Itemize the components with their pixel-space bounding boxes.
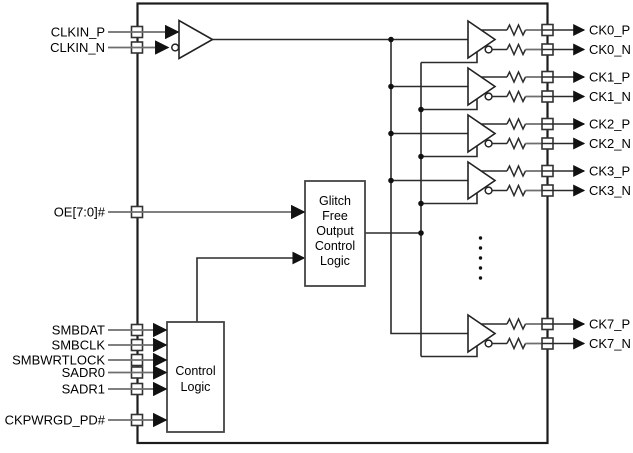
output-label-ck1-p: CK1_P bbox=[589, 70, 630, 85]
output-label-ck7-p: CK7_P bbox=[589, 317, 630, 332]
glitch-block-label-line4: Control bbox=[315, 239, 355, 253]
inverter-bubble-icon bbox=[484, 45, 493, 54]
control-block-box bbox=[166, 321, 225, 433]
pin-label-ckpwrgd: CKPWRGD_PD# bbox=[5, 413, 106, 428]
control-logic-block: Control Logic bbox=[166, 321, 225, 433]
output-label-ck1-n: CK1_N bbox=[589, 89, 631, 104]
output-label-ck2-p: CK2_P bbox=[589, 117, 630, 132]
resistor-icon bbox=[506, 117, 527, 131]
ellipsis-dot bbox=[478, 256, 483, 260]
ellipsis-dot bbox=[478, 236, 483, 240]
glitch-block-label-line1: Glitch bbox=[319, 194, 351, 208]
junction-dot bbox=[418, 153, 424, 160]
glitch-block-label-line5: Logic bbox=[320, 254, 350, 268]
glitch-free-output-control-logic-block: Glitch Free Output Control Logic bbox=[304, 180, 366, 287]
glitch-block-label-line2: Free bbox=[322, 209, 348, 223]
ellipsis-dot bbox=[478, 266, 483, 270]
pin-label-smbclk: SMBCLK bbox=[52, 338, 106, 353]
pin-label-smbdat: SMBDAT bbox=[52, 323, 105, 338]
enable-branch-ck3 bbox=[421, 193, 478, 205]
output-channel-ck0: CK0_P CK0_N bbox=[467, 19, 631, 60]
ellipsis-dots bbox=[478, 236, 483, 280]
inverter-bubble-icon bbox=[171, 43, 180, 52]
resistor-icon bbox=[506, 183, 527, 198]
inverter-bubble-icon bbox=[484, 339, 493, 348]
junction-dot bbox=[418, 106, 424, 113]
pin-label-smbwrtlock: SMBWRTLOCK bbox=[12, 353, 105, 368]
pin-label-clkin-n: CLKIN_N bbox=[50, 40, 105, 55]
glitch-block-box bbox=[304, 180, 366, 287]
glitch-block-label-line3: Output bbox=[316, 224, 354, 238]
control-block-label-line2: Logic bbox=[181, 380, 211, 394]
output-label-ck3-n: CK3_N bbox=[589, 183, 631, 198]
resistor-icon bbox=[506, 70, 527, 84]
junction-dot bbox=[388, 83, 394, 90]
input-buffer-triangle bbox=[178, 19, 215, 60]
enable-branch-ck1 bbox=[421, 99, 478, 111]
internal-routing bbox=[196, 36, 478, 358]
inverter-bubble-icon bbox=[484, 186, 493, 195]
pin-label-clkin-p: CLKIN_P bbox=[51, 25, 105, 40]
output-channel-ck2: CK2_P CK2_N bbox=[467, 113, 631, 154]
pin-label-oe: OE[7:0]# bbox=[54, 205, 106, 220]
junction-dot bbox=[418, 230, 424, 236]
junction-dot bbox=[388, 36, 394, 43]
resistor-icon bbox=[506, 336, 527, 351]
pin-label-sadr1: SADR1 bbox=[62, 382, 105, 397]
junction-dot bbox=[388, 177, 394, 184]
resistor-icon bbox=[506, 164, 527, 178]
output-label-ck7-n: CK7_N bbox=[589, 336, 631, 351]
output-channel-ck7: CK7_P CK7_N bbox=[467, 313, 631, 354]
clock-bus-line bbox=[390, 39, 468, 335]
resistor-icon bbox=[506, 42, 527, 57]
output-channel-ck1: CK1_P CK1_N bbox=[467, 66, 631, 107]
control-to-glitch-line bbox=[196, 251, 306, 322]
output-channel-ck3: CK3_P CK3_N bbox=[467, 160, 631, 201]
ellipsis-dot bbox=[478, 246, 483, 250]
resistor-icon bbox=[506, 136, 527, 151]
inverter-bubble-icon bbox=[484, 139, 493, 148]
resistor-icon bbox=[506, 317, 527, 331]
enable-branch-ck0 bbox=[421, 52, 478, 64]
pin-label-sadr0: SADR0 bbox=[62, 365, 105, 380]
control-block-label-line1: Control bbox=[175, 364, 215, 378]
enable-branch-ck2 bbox=[421, 146, 478, 158]
enable-branch-ck7 bbox=[421, 346, 478, 358]
resistor-icon bbox=[506, 23, 527, 37]
junction-dot bbox=[388, 130, 394, 137]
input-buffer bbox=[171, 19, 215, 60]
output-label-ck3-p: CK3_P bbox=[589, 164, 630, 179]
output-label-ck2-n: CK2_N bbox=[589, 136, 631, 151]
output-label-ck0-p: CK0_P bbox=[589, 23, 630, 38]
output-label-ck0-n: CK0_N bbox=[589, 42, 631, 57]
input-pins: CLKIN_P CLKIN_N OE[7:0]# SMBDAT SMBCLK S… bbox=[5, 25, 306, 428]
inverter-bubble-icon bbox=[484, 92, 493, 101]
junction-dot bbox=[418, 200, 424, 207]
ellipsis-dot bbox=[478, 276, 483, 280]
chip-outline bbox=[136, 2, 549, 445]
resistor-icon bbox=[506, 89, 527, 104]
